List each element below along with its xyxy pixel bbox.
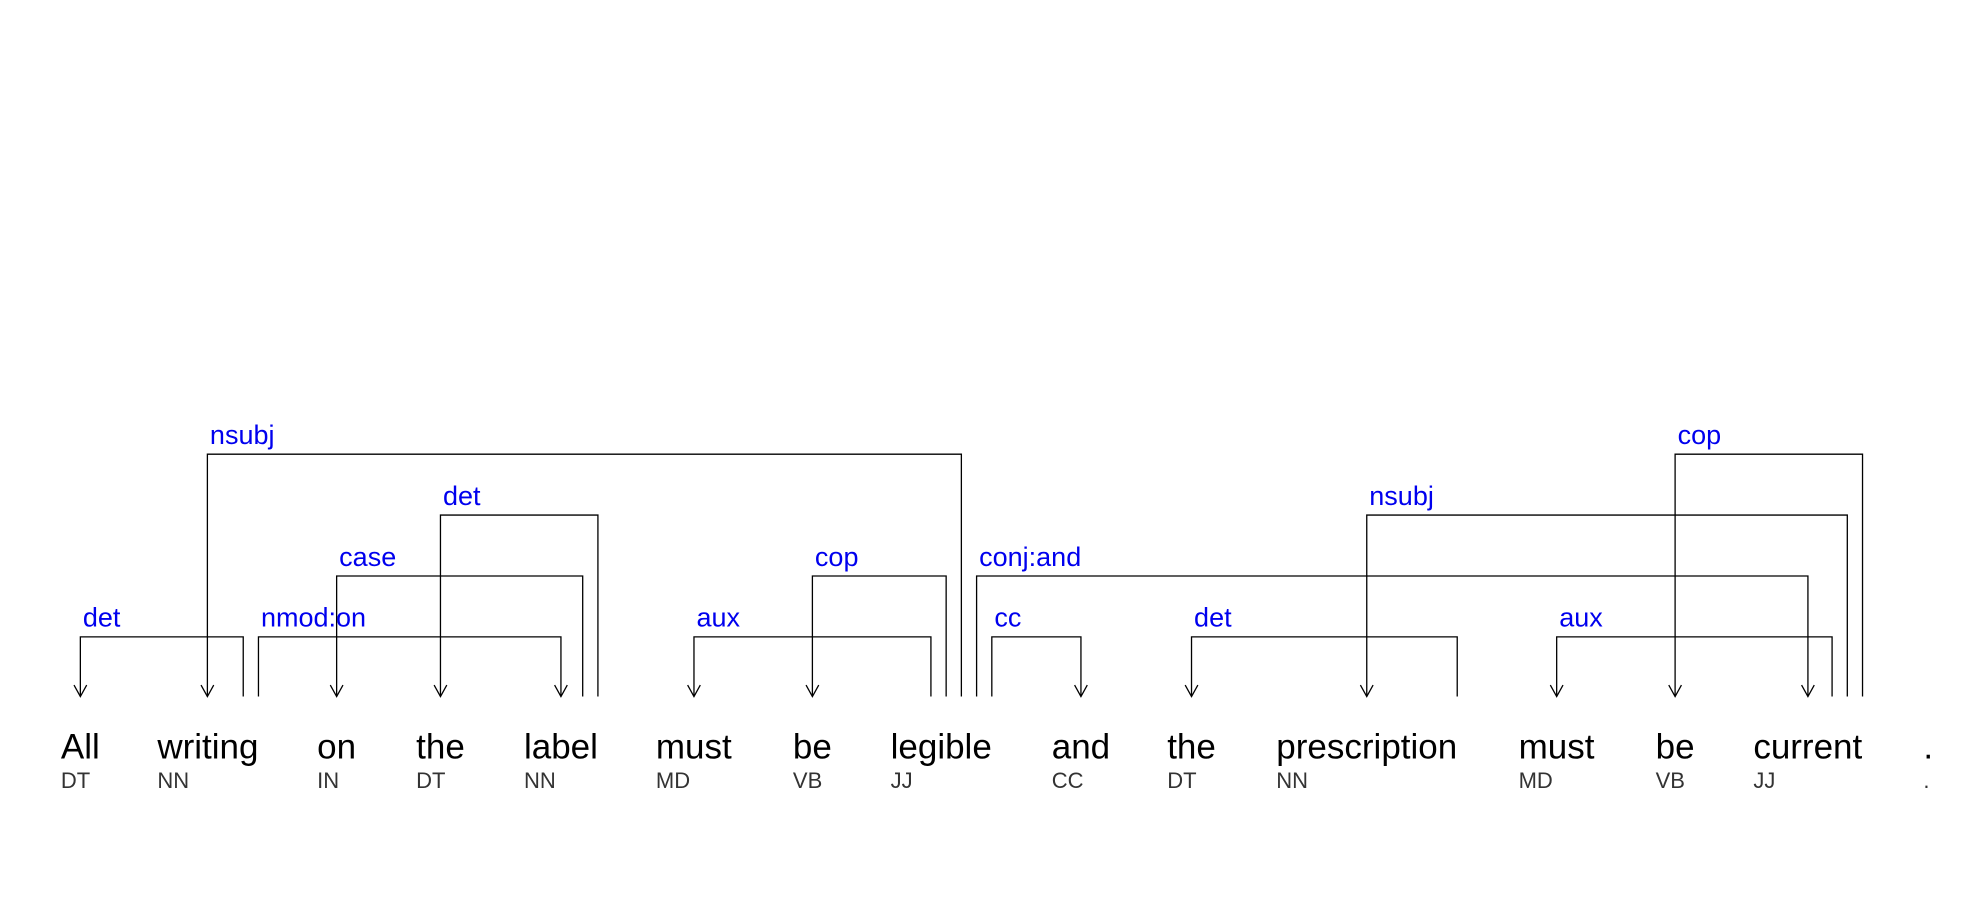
dependency-arc-det <box>1190 636 1458 697</box>
arrowhead-icon <box>1801 684 1815 698</box>
token-word: on <box>317 728 356 767</box>
arrowhead-icon <box>329 684 344 698</box>
relation-label: det <box>83 603 121 633</box>
token-pos-tag: NN <box>1276 768 1308 793</box>
arcs-layer <box>73 453 1864 698</box>
relation-labels-layer: det nmod:on case det nsubj aux cop cc conj:and de… <box>83 420 1721 633</box>
token-pos-tag: MD <box>1519 768 1553 793</box>
dependency-arc-det <box>79 636 244 697</box>
arrowhead-icon <box>687 684 701 698</box>
arrowhead-icon <box>554 684 568 698</box>
token-word: must <box>656 728 732 767</box>
token-pos-tag: IN <box>317 768 339 793</box>
token-word: be <box>793 728 832 767</box>
relation-label: nmod:on <box>261 603 366 633</box>
token-pos-tag: DT <box>61 768 90 793</box>
token-word: writing <box>156 728 258 767</box>
relation-label: nsubj <box>1369 481 1434 511</box>
dependency-arc-nmod-on <box>257 636 562 697</box>
token-pos-tag: VB <box>1656 768 1685 793</box>
relation-label: nsubj <box>210 420 275 450</box>
token-pos-tag: CC <box>1052 768 1084 793</box>
dependency-arc-case <box>335 575 584 697</box>
token-pos-tag: VB <box>793 768 822 793</box>
relation-label: det <box>443 481 481 511</box>
dependency-arc-det <box>439 514 599 697</box>
relation-label: aux <box>1559 603 1603 633</box>
token-word: legible <box>891 728 992 767</box>
token-pos-tag: DT <box>416 768 445 793</box>
token-pos-tag: MD <box>656 768 690 793</box>
token-word: must <box>1519 728 1595 767</box>
token-pos-tag: JJ <box>891 768 913 793</box>
relation-label: conj:and <box>979 542 1081 572</box>
dependency-arc-nsubj <box>1366 514 1848 697</box>
arrowhead-icon <box>1549 684 1564 698</box>
token-word: current <box>1753 728 1862 767</box>
arrowhead-icon <box>200 684 215 698</box>
arrowhead-icon <box>1668 684 1683 698</box>
token-word: prescription <box>1276 728 1457 767</box>
dependency-arc-nsubj <box>206 453 963 697</box>
token-word: be <box>1656 728 1695 767</box>
dependency-arc-cop <box>811 575 947 697</box>
relation-label: det <box>1194 603 1232 633</box>
token-word: the <box>416 728 465 767</box>
arrowhead-icon <box>73 684 88 698</box>
token-pos-tag: NN <box>524 768 556 793</box>
relation-label: cop <box>815 542 859 572</box>
relation-label: cop <box>1678 420 1722 450</box>
arrowhead-icon <box>1359 684 1374 698</box>
token-word: label <box>524 728 598 767</box>
token-pos-tag: . <box>1923 768 1929 793</box>
relation-label: case <box>339 542 396 572</box>
arrowhead-icon <box>1074 684 1088 698</box>
token-pos-tag: JJ <box>1753 768 1775 793</box>
dependency-arc-aux <box>1556 636 1833 697</box>
relation-label: aux <box>697 603 741 633</box>
tokens-layer: AllDTwritingNNonINtheDTlabelNNmustMDbeVB… <box>61 728 1933 793</box>
relation-label: cc <box>994 603 1021 633</box>
token-word: All <box>61 728 100 767</box>
token-pos-tag: NN <box>157 768 189 793</box>
arrowhead-icon <box>433 684 448 698</box>
token-word: and <box>1052 728 1110 767</box>
token-word: . <box>1923 728 1933 767</box>
dependency-arc-cop <box>1674 453 1864 697</box>
dependency-arc-cc <box>991 636 1082 697</box>
arrowhead-icon <box>805 684 820 698</box>
arrowhead-icon <box>1184 684 1199 698</box>
token-pos-tag: DT <box>1167 768 1196 793</box>
token-word: the <box>1167 728 1216 767</box>
